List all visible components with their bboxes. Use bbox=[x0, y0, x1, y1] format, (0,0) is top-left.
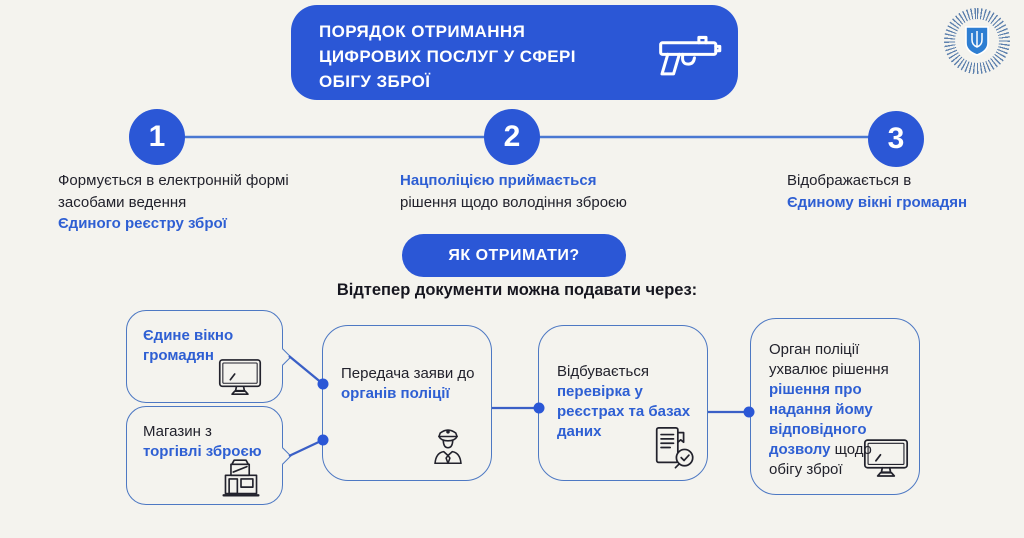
step-3-text: Відображається в Єдиному вікні громадян bbox=[787, 170, 1017, 213]
mvs-ukraine-emblem bbox=[944, 8, 1010, 74]
step-circle-3: 3 bbox=[868, 111, 924, 167]
step-1-text-dark: Формується в електронній формі засобами … bbox=[58, 172, 289, 211]
step-circle-1: 1 bbox=[129, 109, 185, 165]
title-banner: ПОРЯДОК ОТРИМАННЯ ЦИФРОВИХ ПОСЛУГ У СФЕР… bbox=[291, 5, 738, 100]
store-icon bbox=[222, 459, 260, 497]
process-box-permit-decision-blue: рішення про надання йому відповідного до… bbox=[769, 381, 873, 458]
monitor-icon bbox=[218, 359, 262, 396]
process-box-registry-check-blue: перевірка у реєстрах та базах даних bbox=[557, 383, 691, 440]
how-to-get-button[interactable]: ЯК ОТРИМАТИ? bbox=[402, 234, 626, 277]
step-1-text: Формується в електронній формі засобами … bbox=[58, 170, 298, 235]
step-3-text-blue: Єдиному вікні громадян bbox=[787, 193, 968, 211]
source-box-weapon-store-label-dark: Магазин з bbox=[143, 423, 212, 440]
process-box-registry-check: Відбувається перевірка у реєстрах та баз… bbox=[538, 325, 708, 481]
title-line-1: ПОРЯДОК ОТРИМАННЯ bbox=[319, 22, 526, 41]
title-line-3: ОБІГУ ЗБРОЇ bbox=[319, 72, 431, 91]
process-box-application-transfer: Передача заяви до органів поліції bbox=[322, 325, 492, 481]
step-1-text-blue: Єдиного реєстру зброї bbox=[58, 215, 227, 232]
process-box-application-transfer-dark: Передача заяви до bbox=[341, 365, 475, 382]
step-2-text-blue: Нацполіцією приймається bbox=[400, 172, 597, 189]
process-box-registry-check-dark: Відбувається bbox=[557, 363, 649, 380]
step-2-text: Нацполіцією приймається рішення щодо вол… bbox=[400, 170, 675, 213]
police-officer-icon bbox=[434, 429, 462, 465]
process-box-permit-decision: Орган поліції ухвалює рішення рішення пр… bbox=[750, 318, 920, 495]
process-box-application-transfer-blue: органів поліції bbox=[341, 385, 450, 402]
source-box-citizens-window: Єдине вікно громадян bbox=[126, 310, 283, 403]
flow-section-heading: Відтепер документи можна подавати через: bbox=[336, 281, 698, 299]
step-2-text-dark: рішення щодо володіння зброєю bbox=[400, 193, 627, 211]
process-box-permit-decision-dark2: щодо обігу зброї bbox=[769, 441, 872, 478]
monitor-icon bbox=[863, 439, 909, 477]
step-3-text-dark: Відображається в bbox=[787, 172, 912, 189]
source-box-weapon-store: Магазин з торгівлі зброєю bbox=[126, 406, 283, 505]
source-box-citizens-window-label: Єдине вікно громадян bbox=[143, 327, 234, 364]
source-box-weapon-store-label-blue: торгівлі зброєю bbox=[143, 443, 262, 460]
pistol-icon bbox=[659, 35, 722, 76]
process-box-permit-decision-dark1: Орган поліції ухвалює рішення bbox=[769, 341, 889, 378]
step-circle-2: 2 bbox=[484, 109, 540, 165]
document-check-icon bbox=[655, 426, 694, 469]
emblem-shield-trident-icon bbox=[965, 26, 989, 56]
title-line-2: ЦИФРОВИХ ПОСЛУГ У СФЕРІ bbox=[319, 47, 576, 66]
